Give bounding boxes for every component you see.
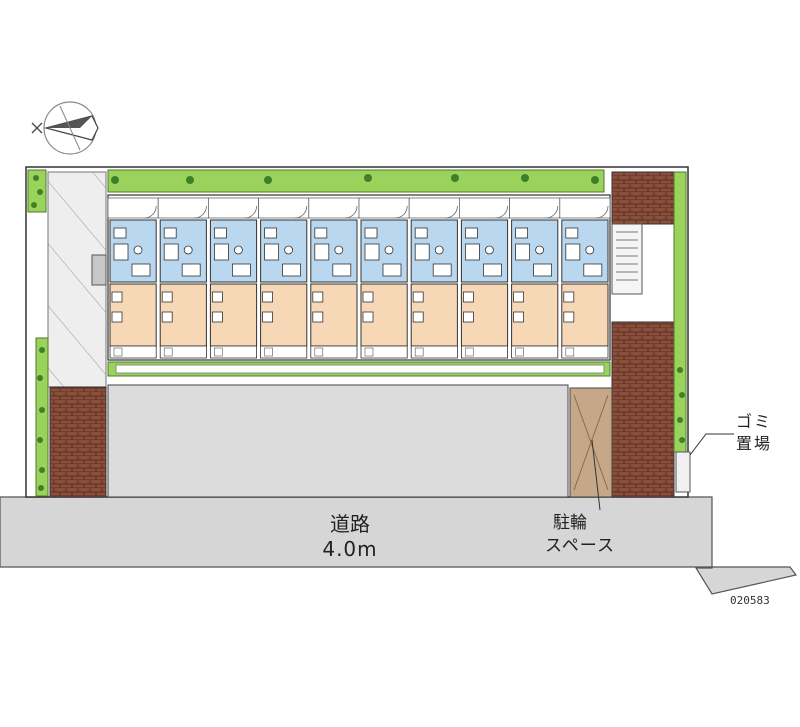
apartment-unit <box>559 197 611 359</box>
apartment-unit <box>509 197 561 359</box>
bicycle-space-label: 駐輪 <box>553 513 587 533</box>
bottom-walkway <box>115 364 605 374</box>
garbage-leader <box>689 433 734 456</box>
bicycle-space-label-2: スペース <box>545 536 615 556</box>
right-brick-wall <box>611 171 675 225</box>
apartment-unit <box>207 197 259 359</box>
apartment-unit <box>157 197 209 359</box>
mailbox <box>91 254 107 286</box>
apartment-unit <box>408 197 460 359</box>
apartment-unit <box>358 197 410 359</box>
top-lawn <box>107 169 605 193</box>
bicycle-space-cross <box>573 394 609 491</box>
road-width: 4.0m <box>322 537 378 561</box>
apartment-unit <box>308 197 360 359</box>
right-shrubs <box>677 367 685 443</box>
road-surface <box>0 496 798 595</box>
apartment-unit <box>258 197 310 359</box>
stairs <box>611 223 643 295</box>
drawing-code: 020583 <box>730 594 770 607</box>
north-arrow-icon <box>31 101 99 155</box>
left-brick-wall <box>49 386 107 498</box>
bicycle-leader <box>591 439 601 511</box>
apartment-unit <box>107 197 159 359</box>
parking-area <box>107 384 569 498</box>
apartment-units <box>107 197 611 359</box>
apartment-unit <box>458 197 510 359</box>
right-planting <box>673 171 687 453</box>
stair-treads <box>616 231 638 281</box>
garbage-area-label-2: 置場 <box>736 434 773 453</box>
garbage-area-label: ゴミ <box>736 412 773 431</box>
top-shrubs <box>111 174 599 184</box>
left-shrubs <box>31 175 45 491</box>
right-brick-wall-lower <box>611 321 675 498</box>
garbage-area <box>675 451 691 493</box>
left-planting-top <box>27 169 47 213</box>
road-label: 道路 <box>330 512 370 536</box>
